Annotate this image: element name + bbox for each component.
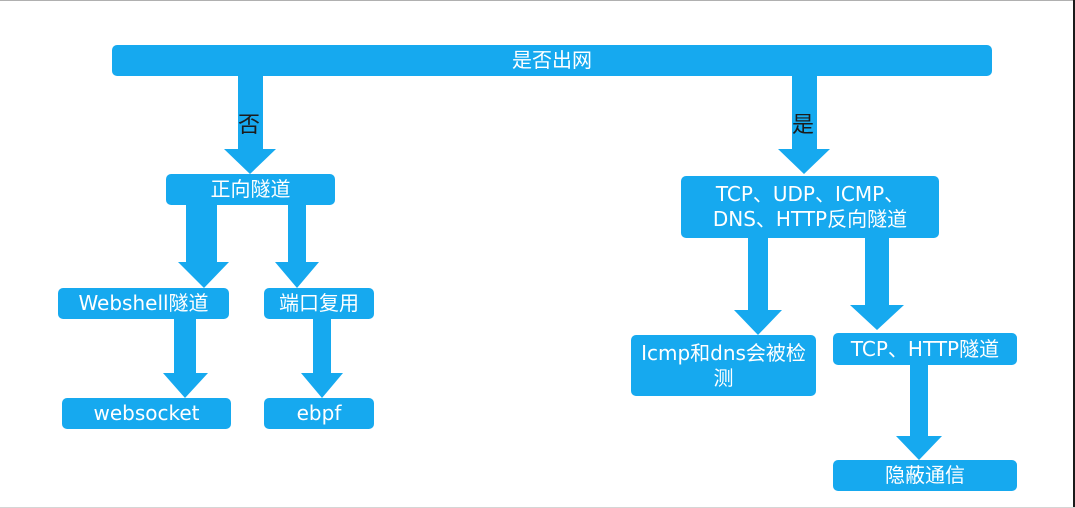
edge-label-yes: 是 — [792, 113, 815, 138]
node-reverse-tunnel: TCP、UDP、ICMP、 DNS、HTTP反向隧道 — [681, 176, 939, 238]
arrow-forward-to-webshell — [178, 205, 229, 288]
top-border-line — [0, 0, 1075, 1]
arrow-reverse-to-tcphttp — [850, 238, 904, 330]
node-ebpf: ebpf — [264, 398, 374, 429]
node-covert-communication: 隐蔽通信 — [833, 460, 1017, 491]
node-icmp-dns-detected: Icmp和dns会被检测 — [631, 335, 816, 396]
arrow-root-to-forward — [224, 76, 276, 174]
right-border-line — [1073, 0, 1075, 508]
arrow-root-to-reverse — [778, 76, 830, 174]
arrow-tcphttp-to-covert — [896, 365, 942, 460]
arrow-webshell-to-websocket — [163, 319, 208, 398]
node-webshell-tunnel: Webshell隧道 — [58, 288, 229, 319]
node-forward-tunnel: 正向隧道 — [166, 174, 335, 205]
node-tcp-http-tunnel: TCP、HTTP隧道 — [833, 333, 1017, 365]
node-port-reuse: 端口复用 — [264, 288, 374, 319]
arrow-forward-to-portreuse — [275, 205, 319, 288]
arrow-portreuse-to-ebpf — [301, 319, 343, 398]
node-root-internet-access: 是否出网 — [112, 45, 992, 76]
node-websocket: websocket — [62, 398, 231, 429]
edge-label-no: 否 — [238, 113, 261, 138]
arrow-reverse-to-icmpdns — [734, 238, 782, 335]
